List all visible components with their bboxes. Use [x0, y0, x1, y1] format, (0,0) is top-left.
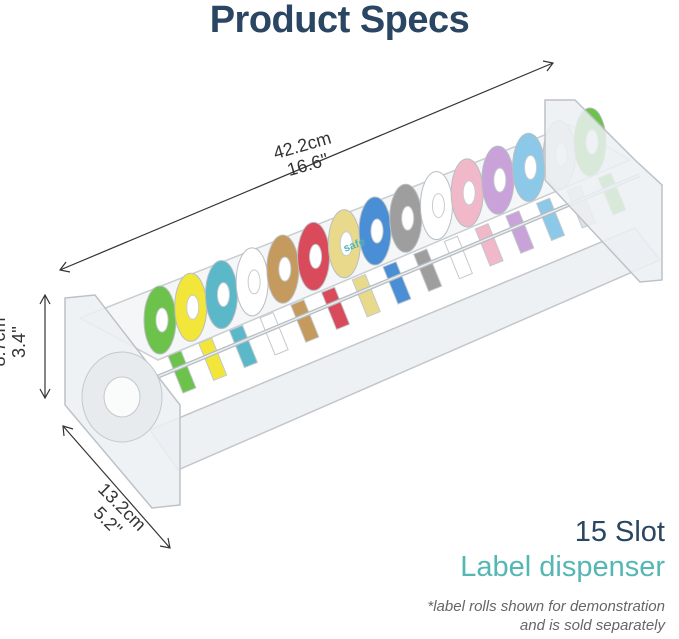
length-dimension-line: [59, 62, 554, 271]
label-tab: [167, 350, 197, 394]
label-roll-core: [278, 256, 292, 282]
label-roll-core: [186, 294, 200, 320]
label-tab: [259, 311, 289, 356]
disclaimer-line-2: and is sold separately: [519, 617, 665, 634]
height-cm: 8.7cm: [0, 317, 9, 367]
label-roll-core: [401, 205, 415, 231]
slot-count-caption: 15 Slot: [574, 516, 665, 548]
label-roll-core: [155, 307, 169, 333]
label-tab: [505, 210, 535, 254]
label-roll-core: [524, 154, 538, 180]
depth-dimension-line: [62, 425, 171, 549]
label-tab: [228, 324, 259, 369]
label-roll-core: [247, 269, 261, 295]
label-tab: [382, 261, 412, 305]
disclaimer-line-1: *label rolls shown for demonstration: [427, 598, 665, 615]
label-roll-core: [309, 243, 323, 269]
label-tab: [290, 299, 320, 343]
label-tab: [443, 235, 474, 280]
label-tab: [413, 248, 443, 293]
disclaimer-note: *label rolls shown for demonstration and…: [427, 597, 665, 635]
label-roll-core: [431, 193, 445, 219]
label-roll-core: [370, 218, 384, 244]
product-type-caption: Label dispenser: [460, 551, 665, 583]
label-tab: [351, 273, 381, 318]
label-tab: [474, 222, 504, 267]
label-tab: [535, 197, 566, 242]
label-roll-core: [493, 167, 507, 193]
label-roll-core: [339, 231, 353, 257]
height-in: 3.4'': [9, 326, 29, 358]
label-tab: [320, 286, 351, 331]
label-roll-core: [462, 180, 476, 206]
label-tab: [198, 337, 228, 382]
label-roll-core: [216, 282, 230, 308]
dimension-lines: [39, 60, 555, 549]
page-title: Product Specs: [0, 0, 679, 40]
height-dimension: 8.7cm 3.4'': [0, 307, 29, 377]
title-word-product: Product Specs: [209, 0, 470, 41]
right-end-plate: [544, 99, 663, 283]
